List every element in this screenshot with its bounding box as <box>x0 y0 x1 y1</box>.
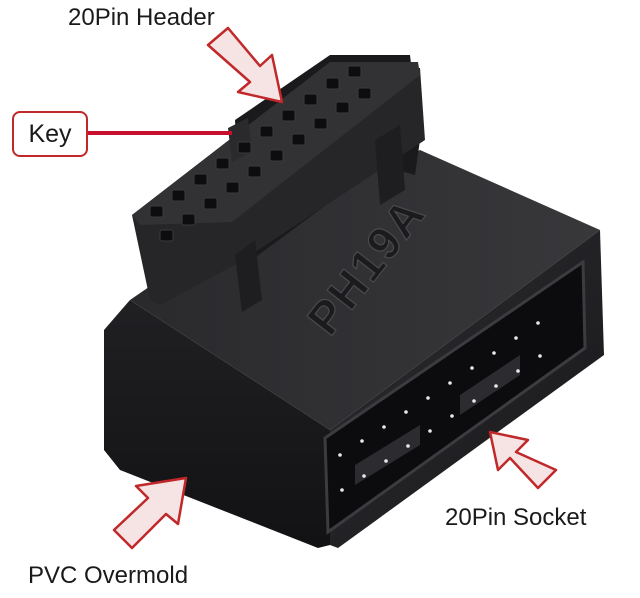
connector-body <box>104 150 604 548</box>
arrow-pvc-icon <box>112 476 188 550</box>
header-pin-holes <box>149 65 372 242</box>
key-label-box: Key <box>12 111 88 157</box>
label-20pin-header: 20Pin Header <box>68 4 215 31</box>
arrow-socket-icon <box>488 430 558 490</box>
label-key: Key <box>28 119 72 148</box>
arrow-header-icon <box>206 26 284 104</box>
socket-opening <box>323 259 587 535</box>
socket-pins <box>338 321 542 492</box>
label-20pin-socket: 20Pin Socket <box>445 504 587 531</box>
label-pvc-overmold: PVC Overmold <box>28 562 189 589</box>
